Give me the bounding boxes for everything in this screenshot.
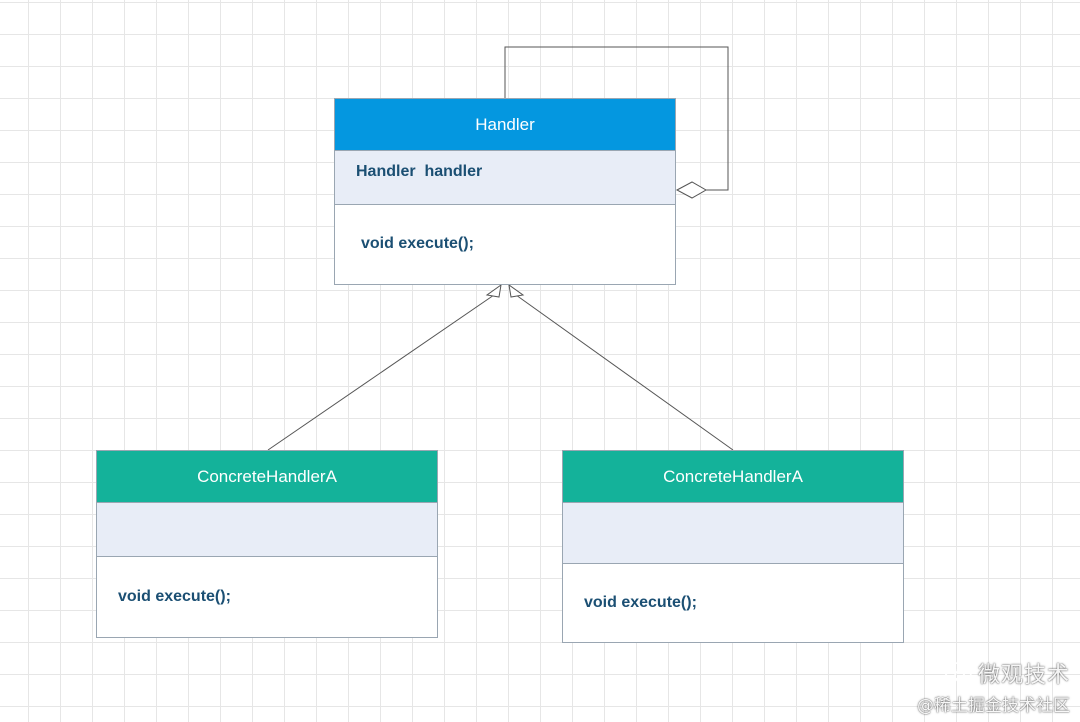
- self-aggregation-line: [504, 46, 729, 191]
- class-methods: void execute();: [584, 594, 697, 611]
- class-attributes: Handler handler: [335, 150, 675, 205]
- wechat-icon: [944, 662, 972, 684]
- class-attributes: [563, 502, 903, 564]
- inheritance-line-b: [515, 294, 734, 451]
- class-name: Handler: [335, 99, 675, 150]
- inheritance-arrowhead-b: [508, 283, 525, 298]
- watermark-subtitle: @稀土掘金技术社区: [917, 696, 1070, 716]
- class-methods: void execute();: [118, 588, 231, 605]
- class-methods: void execute();: [361, 235, 474, 252]
- class-name: ConcreteHandlerA: [97, 451, 437, 502]
- watermark-title: 微观技术: [977, 663, 1070, 688]
- class-name: ConcreteHandlerA: [563, 451, 903, 502]
- class-concrete-handler-b[interactable]: ConcreteHandlerA void execute();: [562, 450, 904, 643]
- class-attributes: [97, 502, 437, 557]
- inheritance-line-a: [267, 294, 495, 451]
- inheritance-arrowhead-a: [485, 283, 502, 298]
- watermark: 微观技术 @稀土掘金技术社区: [917, 657, 1070, 716]
- class-handler[interactable]: Handler Handler handler void execute();: [334, 98, 676, 285]
- aggregation-diamond: [675, 181, 708, 199]
- class-concrete-handler-a[interactable]: ConcreteHandlerA void execute();: [96, 450, 438, 638]
